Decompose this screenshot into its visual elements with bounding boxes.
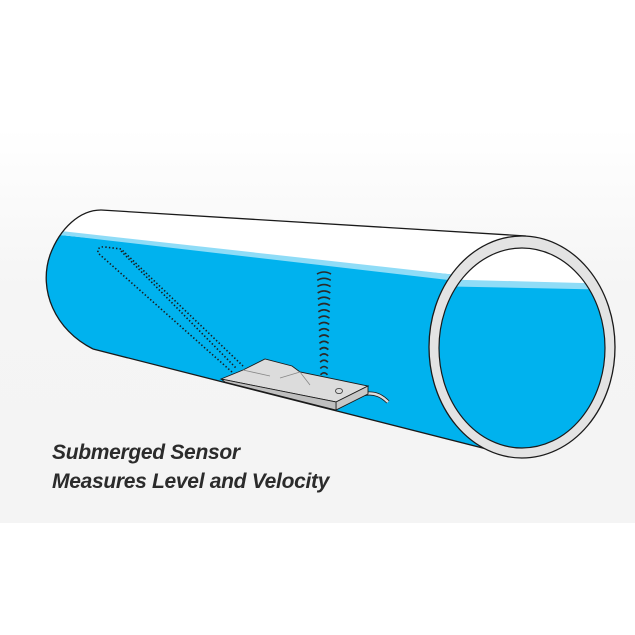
wave-arc (317, 290, 331, 294)
pipe-end-opening (428, 235, 616, 459)
wave-arc (318, 315, 330, 319)
wave-arc (319, 346, 329, 351)
caption-line-1: Submerged Sensor (52, 441, 240, 464)
wave-arc (316, 271, 332, 275)
wave-arc (318, 334, 330, 338)
water-highlight (61, 231, 457, 281)
wave-arc (318, 340, 330, 344)
wave-arc (316, 277, 332, 282)
caption-line-2: Measures Level and Velocity (52, 470, 330, 493)
wave-arc (319, 372, 329, 376)
wave-arc (318, 327, 330, 332)
wave-arc (317, 309, 331, 313)
wave-arc (319, 353, 329, 357)
wave-arc (317, 296, 331, 300)
wave-arc (317, 283, 331, 288)
sensor-icon (219, 358, 390, 411)
wave-arc (317, 302, 331, 307)
wave-arc (318, 321, 330, 326)
wave-arc (319, 359, 329, 363)
wave-arc (319, 365, 329, 370)
